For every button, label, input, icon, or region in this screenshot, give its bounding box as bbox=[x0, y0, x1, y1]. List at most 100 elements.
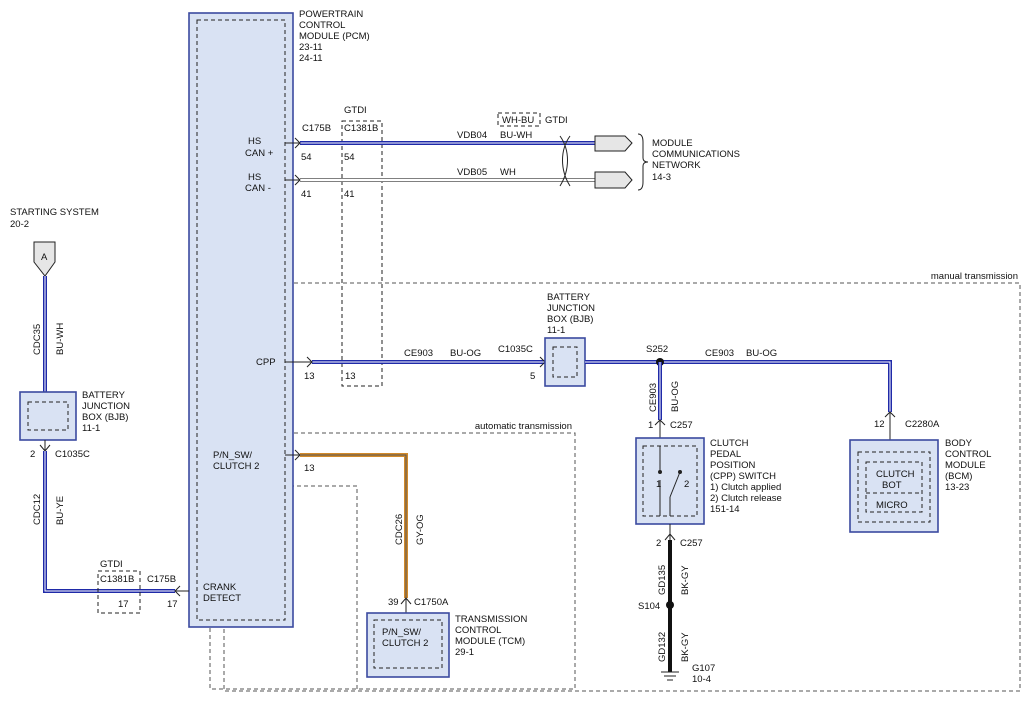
c1381b-connector-top bbox=[341, 120, 383, 387]
svg-text:BOX (BJB): BOX (BJB) bbox=[547, 314, 593, 325]
wire-ce903-label-down: CE903 bbox=[648, 383, 659, 412]
pin-crank-detect: CRANK DETECT bbox=[203, 582, 241, 604]
connector-a-label: A bbox=[41, 252, 48, 263]
c1035c-label-left: C1035C bbox=[55, 449, 90, 460]
svg-text:MODULE: MODULE bbox=[652, 138, 693, 149]
svg-text:BATTERY: BATTERY bbox=[82, 390, 126, 401]
gtdi-label-can: GTDI bbox=[545, 115, 568, 126]
wire-cdc12 bbox=[43, 451, 175, 593]
wire-ce903-label-right: CE903 bbox=[705, 348, 734, 359]
wire-gd132-color: BK-GY bbox=[680, 632, 691, 662]
tcm-inner-label: P/N_SW/ CLUTCH 2 bbox=[382, 627, 428, 649]
svg-text:14-3: 14-3 bbox=[652, 172, 671, 183]
svg-text:151-14: 151-14 bbox=[710, 504, 740, 515]
svg-text:CLUTCH: CLUTCH bbox=[710, 438, 749, 449]
svg-text:2) Clutch release: 2) Clutch release bbox=[710, 493, 782, 504]
wire-vdb04-label: VDB04 bbox=[457, 130, 487, 141]
bcm-inner-label: CLUTCH BOT MICRO bbox=[876, 469, 915, 511]
svg-text:CLUTCH 2: CLUTCH 2 bbox=[382, 638, 428, 649]
svg-text:TRANSMISSION: TRANSMISSION bbox=[455, 614, 527, 625]
automatic-transmission-label: automatic transmission bbox=[475, 421, 572, 432]
wh-bu-label: WH-BU bbox=[502, 115, 534, 126]
pin-1-c257: 1 bbox=[648, 420, 653, 431]
svg-text:BOX (BJB): BOX (BJB) bbox=[82, 412, 128, 423]
svg-text:BODY: BODY bbox=[945, 438, 973, 449]
svg-text:HS: HS bbox=[248, 136, 261, 147]
svg-text:CAN -: CAN - bbox=[245, 183, 271, 194]
svg-text:MODULE: MODULE bbox=[945, 460, 986, 471]
c175b-label-bottom: C175B bbox=[147, 574, 176, 585]
pin-5: 5 bbox=[530, 371, 535, 382]
svg-text:BATTERY: BATTERY bbox=[547, 292, 591, 303]
wire-cdc35-color: BU-WH bbox=[55, 323, 66, 355]
tcm-module bbox=[366, 612, 450, 678]
c2280a-label: C2280A bbox=[905, 419, 940, 430]
cpp-switch-label: CLUTCH PEDAL POSITION (CPP) SWITCH 1) Cl… bbox=[710, 438, 782, 515]
arrow-hs-can-minus bbox=[285, 174, 301, 186]
svg-text:JUNCTION: JUNCTION bbox=[82, 401, 130, 412]
svg-text:CLUTCH 2: CLUTCH 2 bbox=[213, 461, 259, 472]
svg-text:CAN +: CAN + bbox=[245, 148, 274, 159]
bjb-right-label: BATTERY JUNCTION BOX (BJB) 11-1 bbox=[547, 292, 595, 336]
switch-pin-1: 1 bbox=[656, 479, 661, 490]
svg-text:1) Clutch applied: 1) Clutch applied bbox=[710, 482, 781, 493]
svg-text:CLUTCH: CLUTCH bbox=[876, 469, 915, 480]
svg-text:P/N_SW/: P/N_SW/ bbox=[213, 450, 252, 461]
bcm-label: BODY CONTROL MODULE (BCM) 13-23 bbox=[945, 438, 991, 493]
wire-ce903-label-left: CE903 bbox=[404, 348, 433, 359]
svg-text:COMMUNICATIONS: COMMUNICATIONS bbox=[652, 149, 740, 160]
s252-label: S252 bbox=[646, 344, 668, 355]
wire-vdb05-color: WH bbox=[500, 167, 516, 178]
tcm-inner bbox=[373, 619, 443, 669]
pin-13-b: 13 bbox=[345, 371, 356, 382]
arrow-crank-detect bbox=[174, 585, 189, 597]
wh-bu-tag bbox=[497, 112, 541, 127]
g107-label: G107 10-4 bbox=[692, 663, 715, 685]
c1381b-connector-bottom bbox=[97, 570, 141, 614]
pin-17-b: 17 bbox=[167, 599, 178, 610]
svg-text:13-23: 13-23 bbox=[945, 482, 969, 493]
wire-cdc26-color: GY-OG bbox=[415, 514, 426, 545]
starting-system-label: STARTING SYSTEM 20-2 bbox=[10, 207, 99, 230]
wire-ce903-color-left: BU-OG bbox=[450, 348, 481, 359]
cpp-switch-contacts bbox=[658, 446, 682, 516]
svg-text:(BCM): (BCM) bbox=[945, 471, 972, 482]
wire-gd135-color: BK-GY bbox=[680, 565, 691, 595]
pcm-title: POWERTRAIN CONTROL MODULE (PCM) 23-11 24… bbox=[299, 9, 370, 64]
svg-text:CONTROL: CONTROL bbox=[299, 20, 345, 31]
tcm-label: TRANSMISSION CONTROL MODULE (TCM) 29-1 bbox=[455, 614, 527, 658]
svg-text:29-1: 29-1 bbox=[455, 647, 474, 658]
svg-text:STARTING SYSTEM: STARTING SYSTEM bbox=[10, 207, 99, 218]
pin-2-bjb: 2 bbox=[30, 449, 35, 460]
pin-12: 12 bbox=[874, 419, 885, 430]
pin-41-b: 41 bbox=[344, 189, 355, 200]
bjb-right-inner bbox=[552, 346, 578, 378]
c175b-label-top: C175B bbox=[302, 123, 331, 134]
wire-gd135-label: GD135 bbox=[657, 565, 668, 595]
c1381b-label-top: C1381B bbox=[344, 123, 378, 134]
svg-text:MODULE (PCM): MODULE (PCM) bbox=[299, 31, 370, 42]
svg-text:23-11: 23-11 bbox=[299, 42, 323, 53]
svg-text:MICRO: MICRO bbox=[876, 500, 908, 511]
pin-13-a: 13 bbox=[304, 371, 315, 382]
bcm-module bbox=[849, 439, 939, 533]
arrow-bcm bbox=[884, 411, 896, 440]
network-brace bbox=[637, 133, 649, 191]
svg-text:24-11: 24-11 bbox=[299, 53, 323, 64]
ground-symbol bbox=[661, 671, 679, 681]
pin-cpp: CPP bbox=[256, 357, 276, 368]
pin-54-b: 54 bbox=[344, 152, 355, 163]
svg-text:POSITION: POSITION bbox=[710, 460, 756, 471]
svg-text:CRANK: CRANK bbox=[203, 582, 237, 593]
network-connector-2 bbox=[594, 171, 633, 189]
c1381b-label-bottom: C1381B bbox=[100, 574, 134, 585]
svg-text:11-1: 11-1 bbox=[82, 423, 100, 434]
svg-text:JUNCTION: JUNCTION bbox=[547, 303, 595, 314]
bcm-clutch-bot bbox=[865, 461, 923, 513]
svg-text:10-4: 10-4 bbox=[692, 674, 711, 685]
bjb-right bbox=[544, 337, 586, 387]
arrow-cpp bbox=[285, 356, 313, 368]
network-label: MODULE COMMUNICATIONS NETWORK 14-3 bbox=[652, 138, 740, 183]
gtdi-label-bottom: GTDI bbox=[100, 559, 123, 570]
